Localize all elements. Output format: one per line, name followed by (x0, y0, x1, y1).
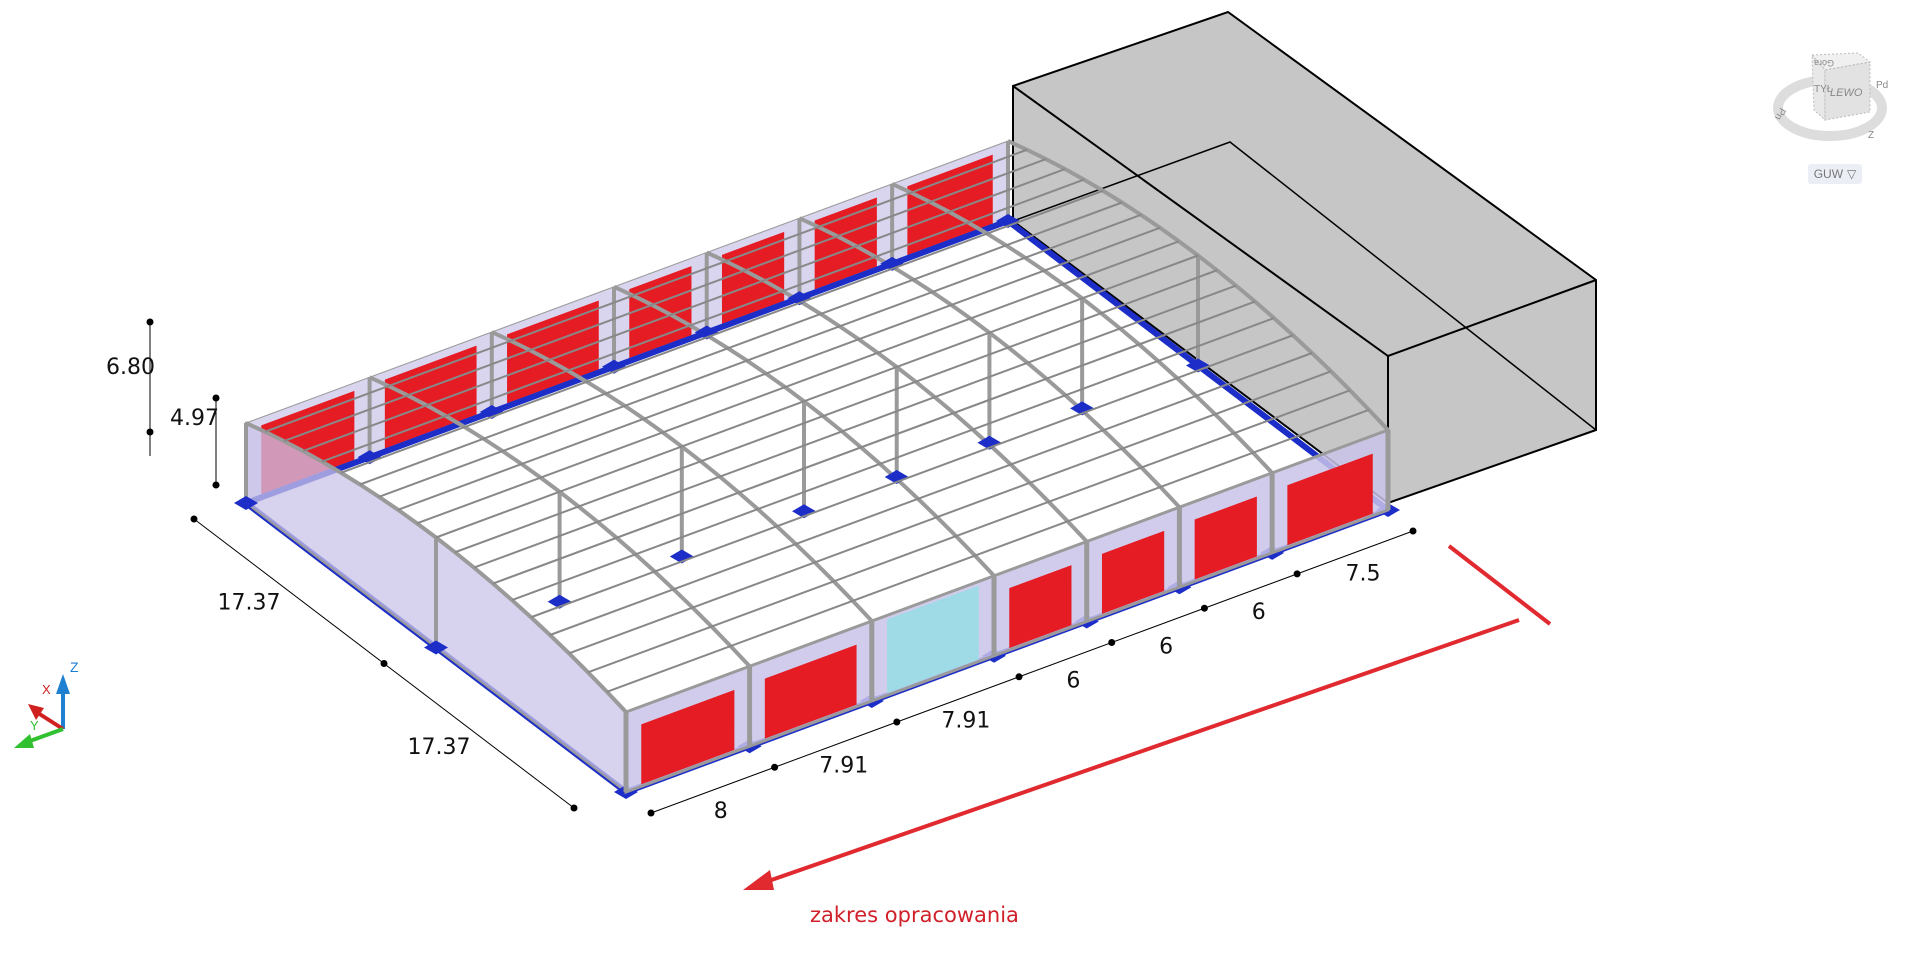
roof-purlin (530, 334, 1294, 619)
viewcube[interactable]: Góra TYŁ LEWO Pd Z Pn (1770, 30, 1900, 190)
roof-purlin (435, 254, 1199, 539)
length-dimension-label: 7.91 (819, 754, 868, 779)
length-dimension-tick (771, 763, 779, 771)
roof-purlin (492, 300, 1256, 585)
roof-purlin (568, 370, 1332, 655)
steel-hall-model (234, 139, 1400, 799)
length-dimension-tick (1293, 570, 1301, 578)
height-dimension-tick (146, 318, 154, 326)
glazed-panel (887, 585, 979, 694)
roof-purlin (359, 201, 1123, 486)
roof-purlin (606, 408, 1370, 693)
roof-purlin (283, 158, 1047, 443)
front-door (764, 644, 857, 739)
view-menu-label: GUW (1813, 167, 1844, 181)
roof-purlin (378, 213, 1142, 498)
roof-purlin (321, 178, 1085, 463)
length-dimension-tick (1409, 527, 1417, 535)
roof-purlin (302, 168, 1066, 452)
compass-label-bottom: Z (1868, 130, 1874, 141)
x-arrow-icon (28, 704, 44, 720)
length-dimension-tick (1015, 673, 1023, 681)
front-door (1009, 565, 1072, 649)
roof-purlin (473, 284, 1237, 569)
z-arrow-icon (56, 674, 70, 694)
height-dimension-tick (212, 481, 220, 489)
roof-purlin (549, 352, 1313, 636)
back-wall-panel (907, 154, 993, 256)
roof-purlin (264, 148, 1028, 433)
front-door (1287, 453, 1373, 546)
cube-right-face[interactable] (1824, 61, 1871, 121)
back-wall-panel (814, 197, 877, 290)
length-dimension-tick (1200, 604, 1208, 612)
x-axis-label: X (42, 682, 51, 697)
roof-purlin (397, 226, 1161, 511)
height-dimension-tick (146, 428, 154, 436)
chevron-down-icon: ▽ (1847, 167, 1857, 181)
roof-purlin (340, 189, 1104, 474)
front-door (1101, 530, 1165, 614)
width-dimension-tick (570, 804, 578, 812)
roof-purlin (587, 389, 1351, 674)
length-dimension-line (650, 530, 1414, 814)
length-dimension-label: 7.91 (941, 708, 990, 733)
view-menu-button[interactable]: GUW▽ (1808, 164, 1862, 184)
length-dimension-label: 6 (1159, 634, 1173, 659)
width-dimension-label: 17.37 (408, 735, 471, 760)
foundation-pad (424, 640, 448, 655)
z-axis-label: Z (70, 659, 79, 675)
front-door (641, 689, 735, 785)
width-dimension-label: 17.37 (218, 590, 281, 615)
width-dimension-tick (190, 515, 198, 523)
compass-label-left: Pn (1772, 106, 1788, 122)
length-dimension-label: 6 (1252, 600, 1266, 625)
length-dimension-tick (893, 718, 901, 726)
length-dimension-label: 8 (714, 799, 728, 824)
scope-label: zakres opracowania (810, 903, 1019, 927)
height-dimension-label: 6.80 (106, 355, 155, 380)
height-dimension-label: 4.97 (170, 406, 219, 431)
ucs-axis-icon: Z X Y (14, 659, 79, 748)
length-dimension-label: 7.5 (1346, 561, 1381, 586)
compass-label-right: Pd (1876, 80, 1888, 91)
scope-arrow (743, 544, 1552, 890)
cube-label-top: Góra (1814, 58, 1834, 68)
cube-label-left: TYŁ (1814, 84, 1833, 95)
dimension-lines: 8 7.91 7.91 6 6 6 7.5 17.37 17.37 6.80 4.97 (106, 318, 1417, 824)
width-dimension-tick (380, 660, 388, 667)
cube-label-right: LEWO (1830, 87, 1863, 99)
foundation-pad (234, 496, 258, 510)
roof-purlin (416, 240, 1180, 525)
roof-purlin (454, 269, 1218, 554)
length-dimension-tick (1108, 638, 1116, 646)
height-dimension-tick (212, 394, 220, 402)
y-arrow-icon (14, 734, 34, 748)
length-dimension-label: 6 (1066, 669, 1080, 694)
back-wall-panel (629, 266, 692, 359)
y-axis-label: Y (30, 718, 39, 733)
front-door (1194, 496, 1257, 580)
roof-purlin (511, 317, 1275, 602)
back-wall-panel (721, 231, 785, 324)
length-dimension-tick (647, 809, 655, 817)
